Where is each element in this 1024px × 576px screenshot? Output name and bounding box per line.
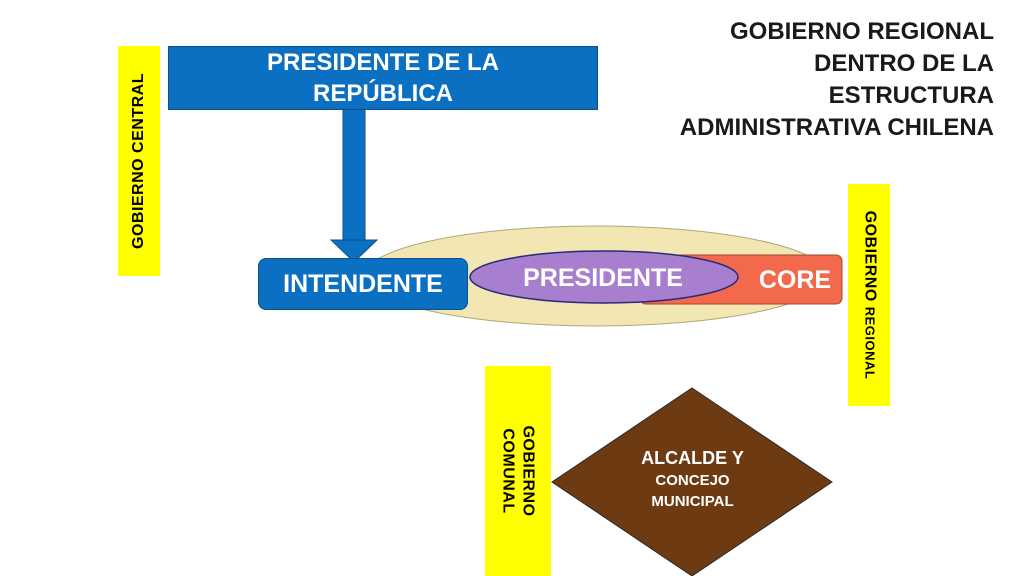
alcalde-text: ALCALDE Y CONCEJO MUNICIPAL — [600, 446, 785, 512]
alcalde-line: MUNICIPAL — [651, 493, 734, 510]
alcalde-line: CONCEJO — [655, 472, 730, 489]
title-line: ADMINISTRATIVA CHILENA — [679, 114, 994, 141]
gobierno-comunal-line: GOBIERNO — [520, 425, 537, 517]
presidente-republica-line: PRESIDENTE DE LA — [266, 49, 500, 76]
alcalde-line: ALCALDE Y — [641, 448, 744, 468]
arrow-shaft — [342, 107, 366, 243]
presidente-republica-box: PRESIDENTE DE LA REPÚBLICA — [168, 46, 598, 110]
regional-word: REGIONAL — [862, 306, 878, 380]
gobierno-comunal-label: GOBIERNO COMUNAL — [485, 366, 551, 576]
presidente-republica-line: REPÚBLICA — [312, 80, 453, 107]
title-line: ESTRUCTURA — [828, 82, 994, 109]
gobierno-comunal-text: GOBIERNO COMUNAL — [498, 425, 538, 516]
presidente-label: PRESIDENTE — [523, 263, 683, 292]
gobierno-regional-label: GOBIERNO REGIONAL — [848, 184, 890, 406]
presidente-ellipse — [469, 250, 739, 304]
title-line: DENTRO DE LA — [814, 50, 994, 77]
arrow-head — [329, 239, 379, 263]
alcalde-diamond — [551, 387, 833, 576]
gobierno-central-label: GOBIERNO CENTRAL — [118, 46, 160, 276]
page-title: GOBIERNO REGIONAL DENTRO DE LA ESTRUCTUR… — [574, 16, 994, 144]
core-label: CORE — [758, 265, 832, 294]
gobierno-central-text: GOBIERNO CENTRAL — [130, 73, 147, 249]
title-line: GOBIERNO REGIONAL — [729, 18, 994, 45]
gobierno-regional-text: GOBIERNO REGIONAL — [860, 211, 878, 380]
gobierno-comunal-line: COMUNAL — [500, 428, 517, 514]
intendente-label: INTENDENTE — [283, 269, 443, 298]
gobierno-regional-word: GOBIERNO — [861, 210, 879, 302]
intendente-box: INTENDENTE — [258, 258, 468, 310]
